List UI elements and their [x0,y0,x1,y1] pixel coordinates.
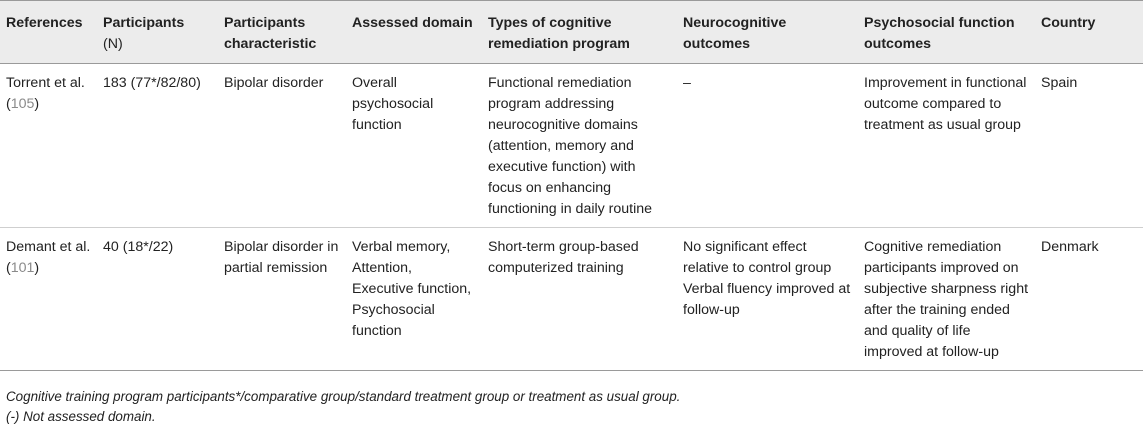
assessed-domain-line: Overall psychosocial function [352,75,434,133]
assessed-domain-line: Attention, [352,260,412,276]
country-cell: Spain [1035,63,1143,228]
assessed-domain-line: Verbal memory, [352,239,451,255]
footnote-participants: Cognitive training program participants*… [6,389,681,404]
header-program-type: Types of cognitive remediation program [482,0,677,64]
characteristic-cell: Bipolar disorder in partial remission [218,227,346,371]
assessed-domain-line: Psychosocial function [352,302,435,339]
table-footnotes: Cognitive training program participants*… [6,387,680,427]
neurocognitive-line: No significant effect relative to contro… [683,239,832,276]
header-assessed-domain: Assessed domain [346,0,482,64]
neurocognitive-line: Verbal fluency improved at follow-up [683,281,851,318]
header-psychosocial: Psychosocial function outcomes [858,0,1035,64]
citation-link[interactable]: 105 [10,96,35,112]
program-cell: Short-term group-based computerized trai… [482,227,677,371]
header-characteristic: Participants characteristic [218,0,346,64]
header-participants-sub: (N) [103,36,123,52]
header-participants: Participants(N) [97,0,218,64]
neurocognitive-cell: No significant effect relative to contro… [677,227,858,371]
header-neurocognitive: Neurocognitive outcomes [677,0,858,64]
psychosocial-cell: Cognitive remediation participants impro… [858,227,1035,371]
assessed-domain-cell: Overall psychosocial function [346,63,482,228]
reference-cell: Demant et al. (101) [0,227,97,371]
reference-text: Torrent et al. [6,75,85,91]
header-row: References Participants(N) Participants … [0,0,1143,64]
characteristic-cell: Bipolar disorder [218,63,346,228]
program-cell: Functional remediation program addressin… [482,63,677,228]
study-table: References Participants(N) Participants … [0,0,1143,371]
table-row: Torrent et al. (105) 183 (77*/82/80) Bip… [0,63,1143,228]
assessed-domain-line: Executive function, [352,281,472,297]
table-row: Demant et al. (101) 40 (18*/22) Bipolar … [0,227,1143,371]
neurocognitive-cell: – [677,63,858,228]
header-country: Country [1035,0,1143,64]
participants-cell: 40 (18*/22) [97,227,218,371]
header-references: References [0,0,97,64]
footnote-not-assessed: (-) Not assessed domain. [6,409,156,424]
reference-text: Demant et al. [6,239,91,255]
assessed-domain-cell: Verbal memory, Attention, Executive func… [346,227,482,371]
citation-link[interactable]: 101 [10,260,35,276]
participants-cell: 183 (77*/82/80) [97,63,218,228]
reference-cell: Torrent et al. (105) [0,63,97,228]
psychosocial-cell: Improvement in functional outcome compar… [858,63,1035,228]
country-cell: Denmark [1035,227,1143,371]
neurocognitive-line: – [683,75,691,91]
